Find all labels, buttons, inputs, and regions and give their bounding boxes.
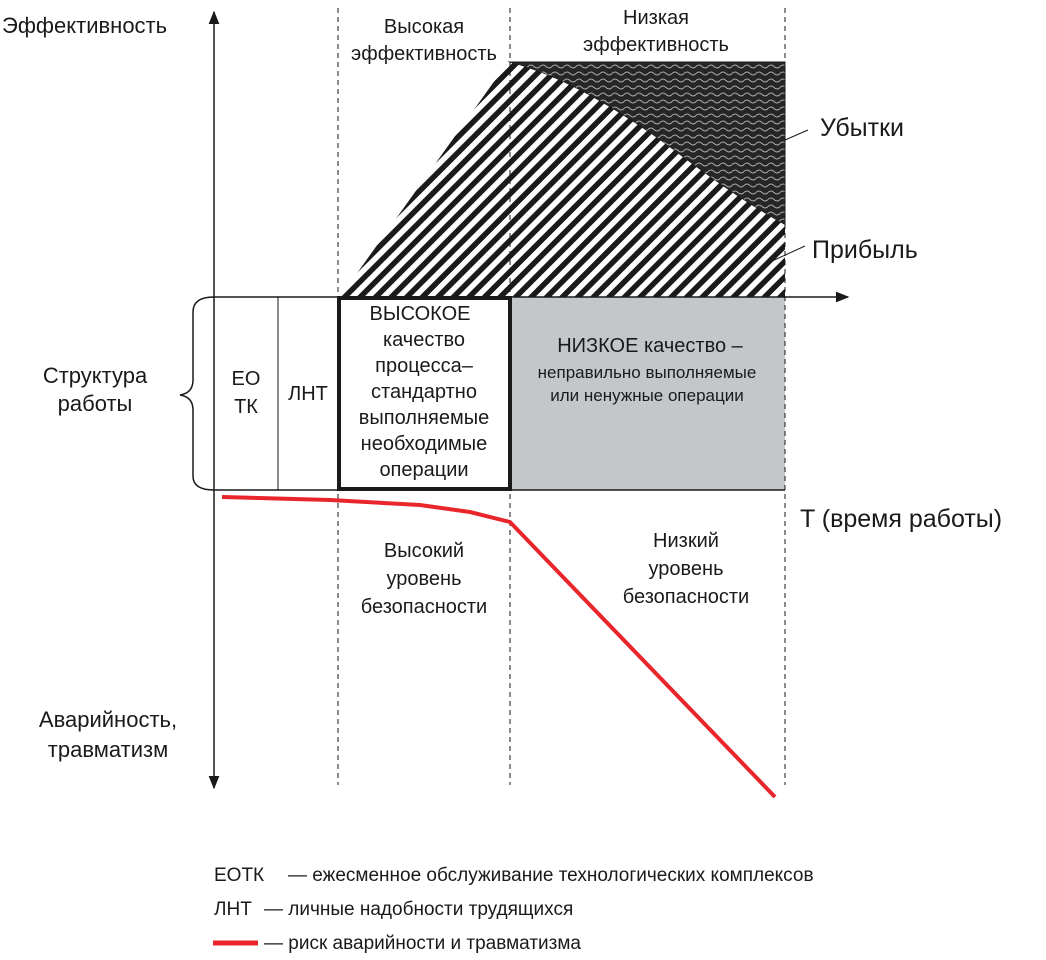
y-top-label: Эффективность [2,13,167,38]
svg-text:операции: операции [379,459,468,481]
high-quality-box [337,296,512,491]
eotk-label-1: ЕО [232,368,261,390]
eotk-label-2: ТК [234,396,258,418]
svg-text:процесса–: процесса– [375,355,474,377]
losses-pointer [784,129,809,141]
svg-text:необходимые: необходимые [361,433,488,455]
legend-key-eotk: ЕОТК [214,865,264,886]
brace [179,296,215,491]
low-safety-label-3: безопасности [623,586,749,608]
high-quality-text: ВЫСОКОЕ качество процесса– стандартно вы… [359,303,489,481]
risk-line [221,495,777,799]
low-safety-label-1: Низкий [653,530,719,552]
high-safety-label-3: безопасности [361,596,487,618]
low-quality-region [510,297,785,490]
svg-text:выполняемые: выполняемые [359,407,489,429]
svg-text:или ненужные операции: или ненужные операции [550,386,743,405]
legend: ЕОТК — ежесменное обслуживание технологи… [213,865,814,954]
high-efficiency-label-1: Высокая [384,16,464,38]
svg-text:неправильно выполняемые: неправильно выполняемые [538,363,757,382]
low-quality-text: НИЗКОЕ качество – неправильно выполняемы… [538,335,757,405]
svg-text:ВЫСОКОЕ: ВЫСОКОЕ [370,303,471,325]
high-safety-label-2: уровень [386,568,461,590]
lnt-label: ЛНТ [288,383,328,405]
low-safety-label-2: уровень [648,558,723,580]
x-label: T (время работы) [800,505,1002,533]
high-safety-label-1: Высокий [384,540,464,562]
legend-text-eotk: — ежесменное обслуживание технологически… [288,865,814,886]
svg-text:НИЗКОЕ качество –: НИЗКОЕ качество – [557,335,743,357]
svg-text:качество: качество [383,329,465,351]
structure-label-2: работы [58,391,133,416]
low-efficiency-label-2: эффективность [583,34,729,56]
low-efficiency-label-1: Низкая [623,7,689,29]
high-efficiency-label-2: эффективность [351,43,497,65]
legend-text-lnt: — личные надобности трудящихся [264,899,573,920]
y-bottom-label-2: травматизм [48,737,168,762]
legend-text-risk: — риск аварийности и травматизма [264,933,581,954]
profit-pointer [769,245,806,263]
svg-text:стандартно: стандартно [371,381,477,403]
structure-label-1: Структура [43,363,148,388]
y-bottom-label-1: Аварийность, [39,707,177,732]
profit-label: Прибыль [812,236,918,264]
losses-label: Убытки [820,114,904,142]
profit-region [340,62,785,297]
legend-key-lnt: ЛНТ [214,899,252,920]
